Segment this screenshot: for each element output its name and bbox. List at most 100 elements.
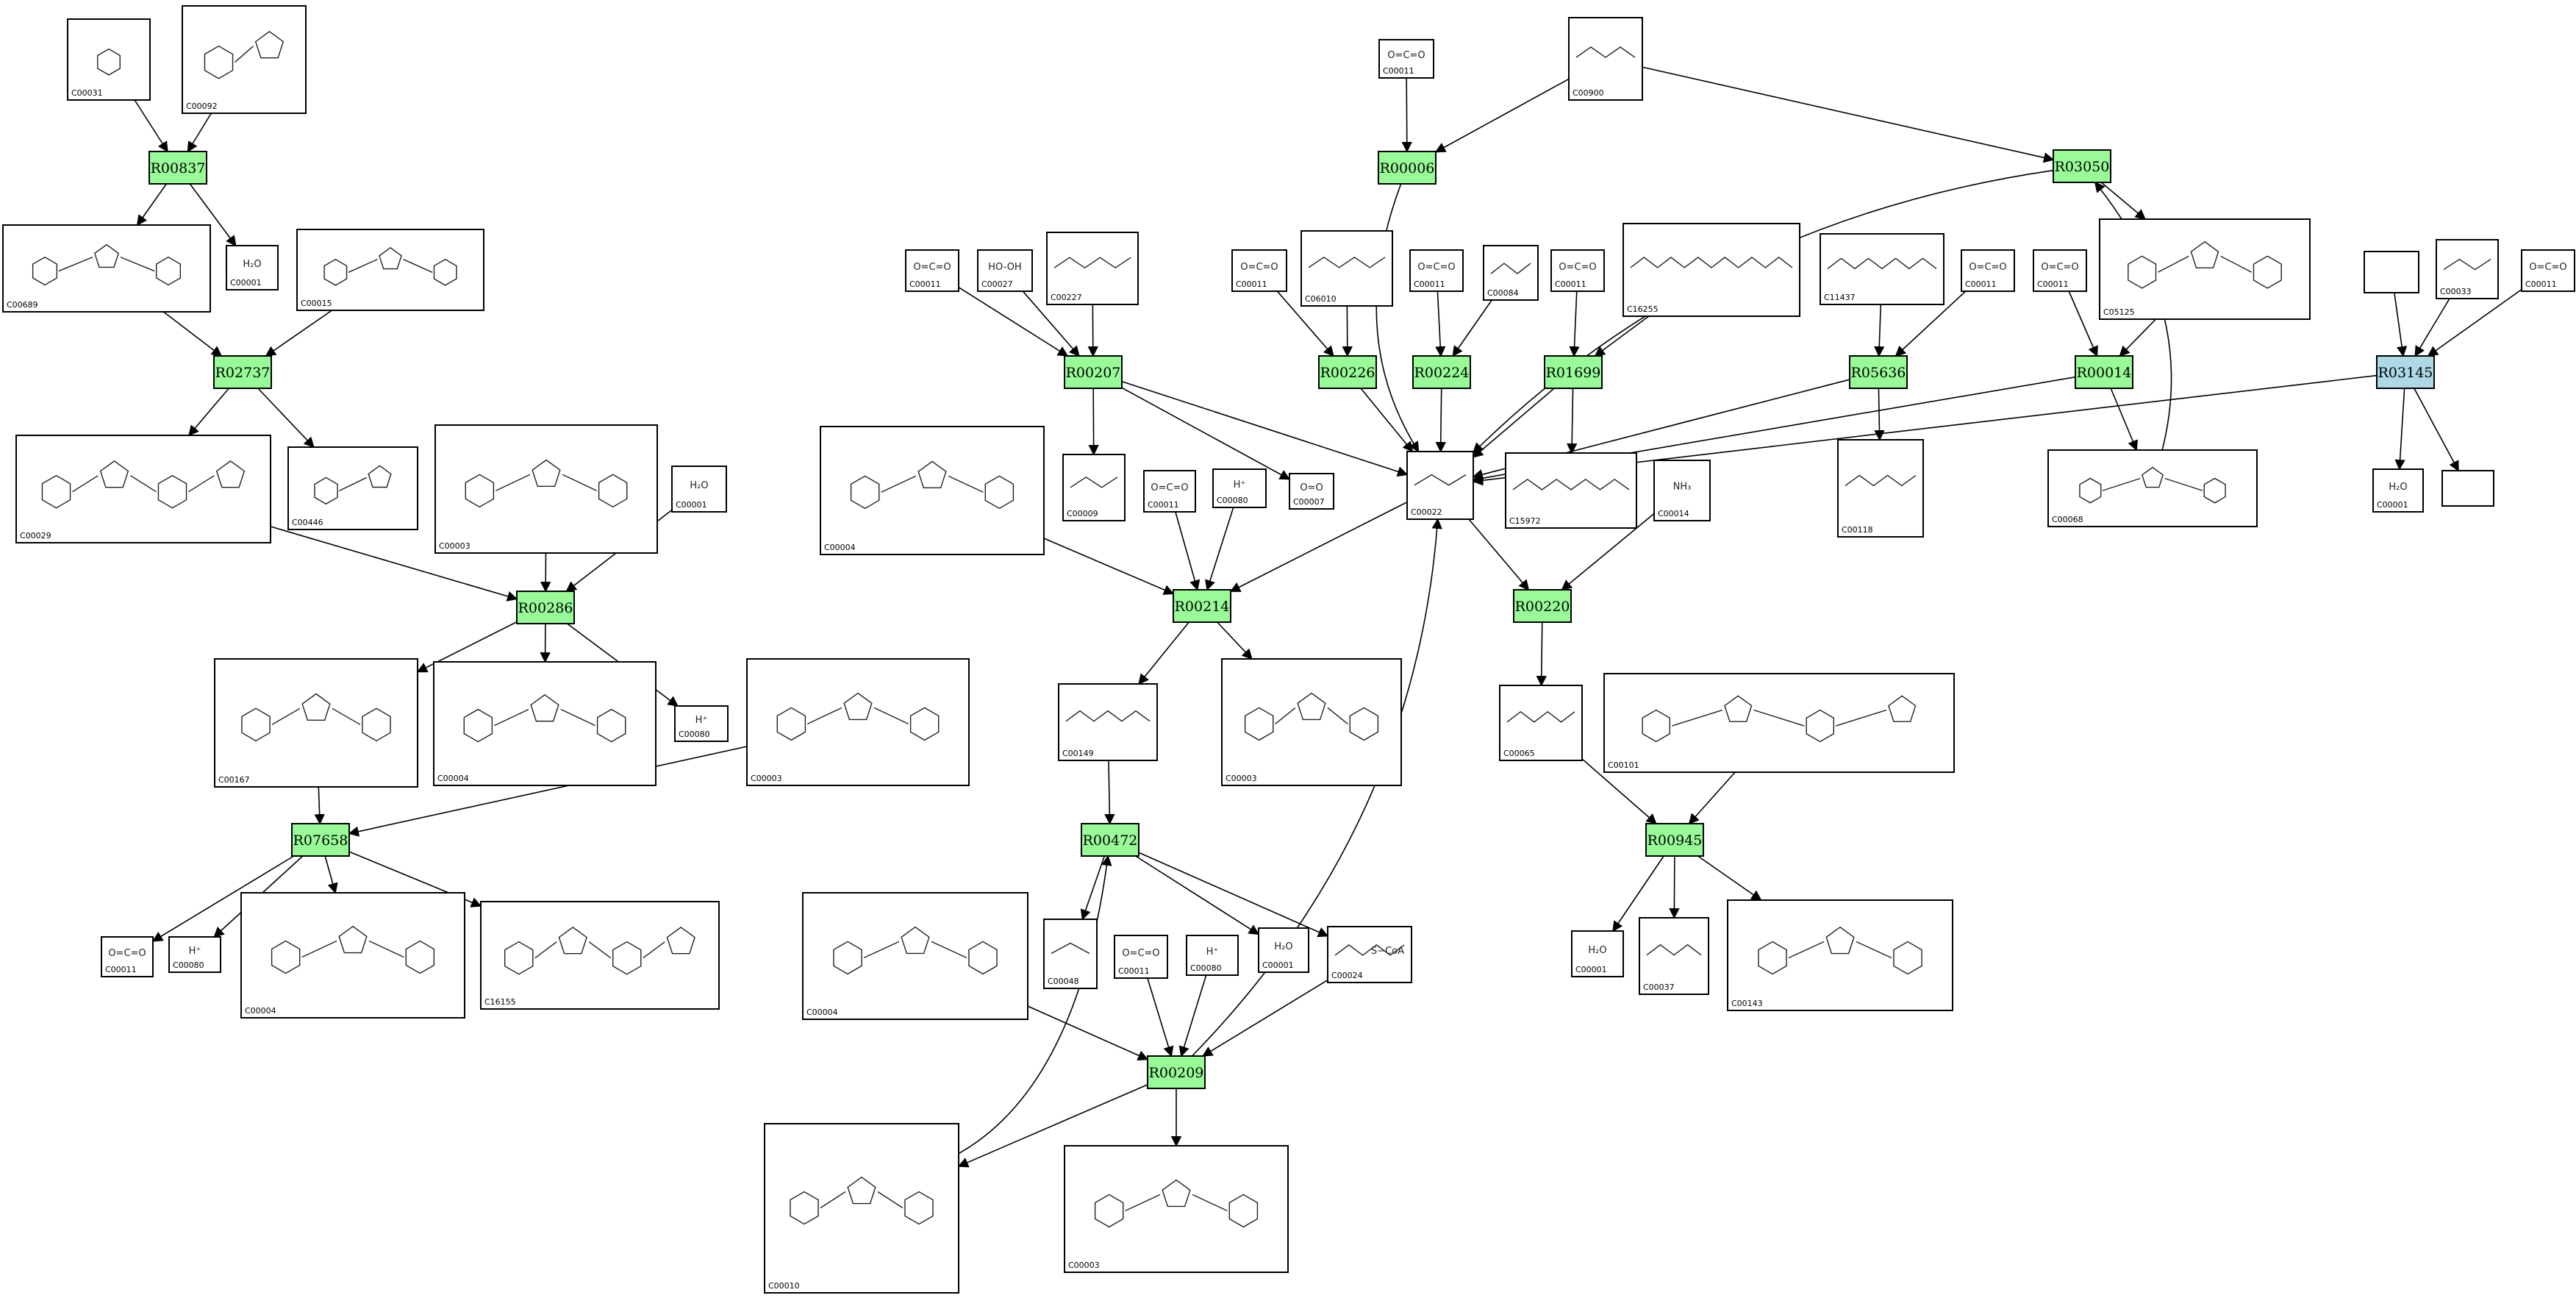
reaction-r00837[interactable]: R00837 xyxy=(149,151,207,185)
compound-c00092[interactable]: C00092 xyxy=(182,5,307,114)
reaction-r00224[interactable]: R00224 xyxy=(1412,355,1471,389)
reaction-r00014[interactable]: R00014 xyxy=(2075,355,2133,389)
compound-c00033[interactable]: C00033 xyxy=(2436,239,2499,299)
compound-c00029[interactable]: C00029 xyxy=(15,435,271,543)
edge-arrow xyxy=(1612,855,1664,933)
structure-glyph: H⁺ xyxy=(1206,946,1219,958)
reaction-box xyxy=(1544,355,1603,389)
compound-c00149[interactable]: C00149 xyxy=(1058,683,1158,761)
edge-arrow xyxy=(1121,387,1291,480)
compound-id-label: C00446 xyxy=(292,518,323,527)
reaction-r00209[interactable]: R00209 xyxy=(1147,1055,1206,1089)
reaction-r01699[interactable]: R01699 xyxy=(1544,355,1603,389)
compound-blank[interactable] xyxy=(2441,470,2494,507)
compound-c00080[interactable]: H⁺C00080 xyxy=(674,705,729,742)
reaction-box xyxy=(1318,355,1377,389)
structure-glyph: H₂O xyxy=(1274,941,1292,952)
reaction-r00214[interactable]: R00214 xyxy=(1173,589,1231,623)
compound-c16155[interactable]: C16155 xyxy=(480,901,720,1010)
compound-c00118[interactable]: C00118 xyxy=(1837,439,1924,538)
reaction-r02737[interactable]: R02737 xyxy=(213,355,272,389)
compound-c15972[interactable]: C15972 xyxy=(1505,452,1637,529)
compound-blank[interactable] xyxy=(2364,251,2419,293)
compound-c00031[interactable]: C00031 xyxy=(67,18,151,101)
compound-c00003[interactable]: C00003 xyxy=(1064,1145,1289,1273)
reaction-id-label: R07658 xyxy=(293,832,348,849)
reaction-r00945[interactable]: R00945 xyxy=(1645,823,1704,857)
compound-id-label: C00009 xyxy=(1067,509,1098,518)
compound-c00080[interactable]: H⁺C00080 xyxy=(168,936,221,973)
compound-c00015[interactable]: C00015 xyxy=(296,229,484,311)
compound-c00065[interactable]: C00065 xyxy=(1499,685,1583,761)
structure-glyph: O=C=O xyxy=(1122,948,1159,959)
reaction-r05636[interactable]: R05636 xyxy=(1849,355,1908,389)
compound-c00900[interactable]: C00900 xyxy=(1568,17,1643,101)
reaction-r00220[interactable]: R00220 xyxy=(1513,589,1572,623)
edge-arrow xyxy=(1080,855,1106,921)
compound-c05125[interactable]: C05125 xyxy=(2099,218,2311,320)
compound-c00080[interactable]: H⁺C00080 xyxy=(1212,468,1267,508)
compound-c06010[interactable]: C06010 xyxy=(1300,230,1393,307)
edge-arrow xyxy=(2427,288,2522,357)
compound-c00084[interactable]: C00084 xyxy=(1483,245,1539,301)
compound-c00167[interactable]: C00167 xyxy=(214,658,418,788)
compound-box xyxy=(2033,249,2087,292)
compound-c00689[interactable]: C00689 xyxy=(2,224,211,313)
compound-id-label: C00167 xyxy=(218,775,250,785)
compound-c00143[interactable]: C00143 xyxy=(1727,899,1953,1011)
compound-c11437[interactable]: C11437 xyxy=(1820,233,1944,305)
compound-c00080[interactable]: H⁺C00080 xyxy=(1186,935,1239,976)
reaction-r03145[interactable]: R03145 xyxy=(2376,355,2435,389)
reaction-r00472[interactable]: R00472 xyxy=(1081,823,1139,857)
compound-c16255[interactable]: C16255 xyxy=(1622,223,1800,317)
compound-c00022[interactable]: C00022 xyxy=(1406,451,1474,520)
compound-c00101[interactable]: C00101 xyxy=(1603,673,1955,773)
reaction-r00286[interactable]: R00286 xyxy=(516,591,575,624)
compound-c00004[interactable]: C00004 xyxy=(433,661,656,786)
compound-box xyxy=(1212,468,1267,508)
compound-c00009[interactable]: C00009 xyxy=(1062,454,1126,521)
compound-c00446[interactable]: C00446 xyxy=(287,446,418,530)
compound-c00227[interactable]: C00227 xyxy=(1046,232,1139,305)
compound-c00003[interactable]: C00003 xyxy=(1221,658,1402,786)
compound-c00037[interactable]: C00037 xyxy=(1639,917,1709,995)
reaction-r00207[interactable]: R00207 xyxy=(1064,355,1123,389)
compound-box xyxy=(674,705,729,742)
compound-c00004[interactable]: C00004 xyxy=(820,426,1045,555)
compound-c00003[interactable]: C00003 xyxy=(434,424,658,554)
compound-c00004[interactable]: C00004 xyxy=(240,892,465,1019)
compound-c00068[interactable]: C00068 xyxy=(2047,449,2258,527)
compound-c00004[interactable]: C00004 xyxy=(802,892,1028,1020)
reaction-r07658[interactable]: R07658 xyxy=(291,823,350,857)
reaction-r00006[interactable]: R00006 xyxy=(1378,151,1437,185)
compound-c00048[interactable]: C00048 xyxy=(1043,919,1098,989)
reaction-id-label: R00014 xyxy=(2077,365,2132,381)
reaction-r03050[interactable]: R03050 xyxy=(2053,149,2111,183)
structure-glyph xyxy=(850,460,1015,510)
compound-c00010[interactable]: C00010 xyxy=(764,1123,959,1294)
compound-id-label: C00011 xyxy=(1148,500,1179,510)
compound-id-label: C00031 xyxy=(71,88,103,98)
reaction-r00226[interactable]: R00226 xyxy=(1318,355,1377,389)
compound-c00003[interactable]: C00003 xyxy=(746,658,970,786)
